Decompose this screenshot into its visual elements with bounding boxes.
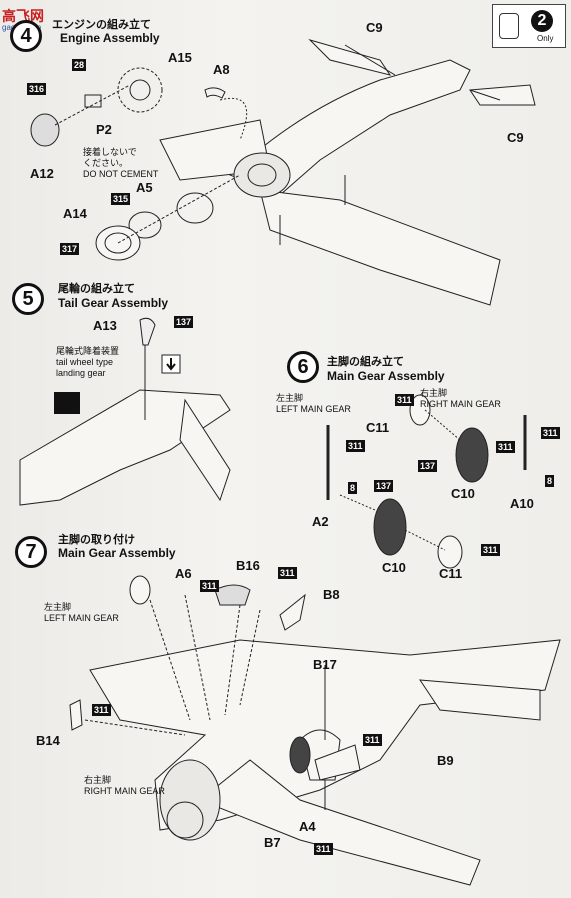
label-a10: A10 bbox=[510, 496, 534, 511]
left-gear-note-7: 左主脚 LEFT MAIN GEAR bbox=[44, 602, 119, 624]
step5-number: 5 bbox=[12, 283, 44, 315]
step6-title-ja: 主脚の組み立て bbox=[327, 356, 404, 368]
paint-code: 311 bbox=[481, 544, 500, 556]
step7-number: 7 bbox=[15, 536, 47, 568]
label-c10-b: C10 bbox=[382, 560, 406, 575]
quantity-box: 2 Only bbox=[492, 4, 566, 48]
step4-number: 4 bbox=[10, 20, 42, 52]
left-gear-ja: 左主脚 bbox=[44, 602, 72, 612]
label-p2: P2 bbox=[96, 122, 112, 137]
step6-number: 6 bbox=[287, 351, 319, 383]
paint-code: 311 bbox=[395, 394, 414, 406]
label-b16: B16 bbox=[236, 558, 260, 573]
paint-code: 311 bbox=[314, 843, 333, 855]
label-c11-b: C11 bbox=[439, 566, 463, 581]
paint-code: 311 bbox=[363, 734, 382, 746]
watermark-title: 高飞网 bbox=[2, 8, 44, 24]
label-b17: B17 bbox=[313, 657, 337, 672]
left-gear-en: LEFT MAIN GEAR bbox=[44, 613, 119, 623]
step5-title-ja: 尾輪の組み立て bbox=[58, 283, 135, 295]
step4-title-ja: エンジンの組み立て bbox=[52, 19, 151, 31]
paint-code: 311 bbox=[92, 704, 111, 716]
label-a4: A4 bbox=[299, 819, 316, 834]
label-b9: B9 bbox=[437, 753, 454, 768]
right-gear-ja: 右主脚 bbox=[420, 388, 448, 398]
label-c10-a: C10 bbox=[451, 486, 475, 501]
tail-wheel-icon bbox=[54, 392, 80, 414]
tail-note-ja: 尾輪式降着装置 bbox=[56, 346, 120, 356]
paint-code: 8 bbox=[545, 475, 555, 487]
right-gear-ja: 右主脚 bbox=[84, 775, 112, 785]
paint-code: 137 bbox=[418, 460, 438, 472]
step6-title-en: Main Gear Assembly bbox=[327, 369, 445, 383]
left-gear-note-6: 左主脚 LEFT MAIN GEAR bbox=[276, 393, 351, 415]
left-gear-en: LEFT MAIN GEAR bbox=[276, 404, 351, 414]
paint-code: 311 bbox=[278, 567, 297, 579]
tail-wheel-note: 尾輪式降着装置 tail wheel type landing gear bbox=[56, 346, 119, 379]
label-a12: A12 bbox=[30, 166, 54, 181]
label-c9-top: C9 bbox=[366, 20, 383, 35]
paint-code: 315 bbox=[111, 193, 131, 205]
label-c11-a: C11 bbox=[366, 420, 390, 435]
paint-code: 317 bbox=[60, 243, 80, 255]
label-a13: A13 bbox=[93, 318, 117, 333]
paint-code: 28 bbox=[72, 59, 87, 71]
no-cement-en: DO NOT CEMENT bbox=[83, 169, 159, 179]
tail-note-en2: landing gear bbox=[56, 368, 106, 378]
quantity-note: Only bbox=[537, 34, 554, 43]
label-c9-right: C9 bbox=[507, 130, 524, 145]
label-a2: A2 bbox=[312, 514, 329, 529]
step5-title-en: Tail Gear Assembly bbox=[58, 296, 169, 310]
step7-title-en: Main Gear Assembly bbox=[58, 546, 176, 560]
paint-code: 137 bbox=[374, 480, 394, 492]
label-a6: A6 bbox=[175, 566, 192, 581]
paint-code: 311 bbox=[346, 440, 365, 452]
paint-code: 311 bbox=[200, 580, 219, 592]
label-a8: A8 bbox=[213, 62, 230, 77]
paint-code: 137 bbox=[174, 316, 194, 328]
paint-code: 316 bbox=[27, 83, 47, 95]
quantity-count: 2 bbox=[531, 10, 553, 32]
step7-title-ja: 主脚の取り付け bbox=[58, 534, 135, 546]
paint-code: 8 bbox=[348, 482, 358, 494]
step4-title-en: Engine Assembly bbox=[60, 31, 160, 45]
label-b7: B7 bbox=[264, 835, 281, 850]
right-gear-en: RIGHT MAIN GEAR bbox=[84, 786, 165, 796]
label-a15: A15 bbox=[168, 50, 192, 65]
label-a14: A14 bbox=[63, 206, 87, 221]
label-a5: A5 bbox=[136, 180, 153, 195]
no-cement-ja: 接着しないで ください。 bbox=[83, 147, 137, 168]
tail-fuselage-step5 bbox=[19, 389, 231, 506]
pilot-figure-icon bbox=[499, 13, 519, 39]
right-gear-note-6: 右主脚 RIGHT MAIN GEAR bbox=[420, 388, 501, 410]
paint-code: 311 bbox=[496, 441, 515, 453]
no-cement-note: 接着しないで ください。 DO NOT CEMENT bbox=[83, 147, 158, 180]
right-gear-note-7: 右主脚 RIGHT MAIN GEAR bbox=[84, 775, 165, 797]
right-gear-en: RIGHT MAIN GEAR bbox=[420, 399, 501, 409]
wing-step4 bbox=[259, 189, 501, 306]
tail-note-en1: tail wheel type bbox=[56, 357, 114, 367]
paint-code: 311 bbox=[541, 427, 560, 439]
label-b8: B8 bbox=[323, 587, 340, 602]
left-gear-ja: 左主脚 bbox=[276, 393, 304, 403]
label-b14: B14 bbox=[36, 733, 60, 748]
